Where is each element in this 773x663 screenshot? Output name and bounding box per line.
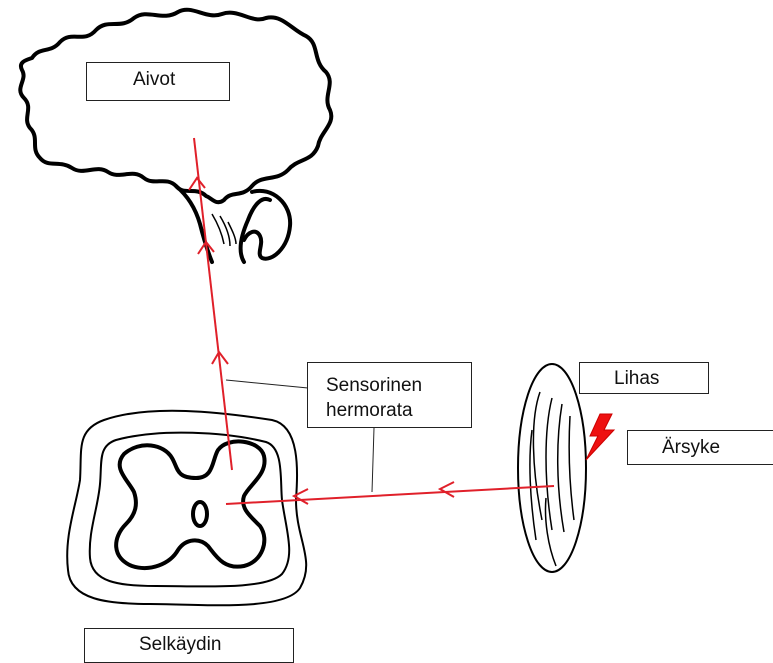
arrowhead-horizontal-1 [440, 482, 454, 497]
spinal-cord-inner-contour [90, 433, 289, 587]
label-spinal-cord: Selkäydin [84, 628, 294, 663]
pathway-leader-line-upper [226, 380, 308, 388]
muscle-fiber-4 [569, 416, 574, 520]
spinal-cord-outer [67, 411, 306, 606]
pathway-leader-line-lower [372, 428, 374, 492]
label-stimulus: Ärsyke [627, 430, 773, 465]
brain-outline [20, 10, 331, 202]
label-muscle-text: Lihas [614, 368, 659, 389]
lightning-bolt-icon [586, 414, 614, 460]
arrowhead-vertical-upper [189, 178, 205, 190]
label-sensory-pathway: Sensorinen hermorata [307, 362, 472, 428]
label-stimulus-text: Ärsyke [662, 437, 720, 458]
central-canal [193, 502, 207, 526]
grey-matter [116, 441, 264, 568]
label-sensory-pathway-line2: hermorata [326, 398, 471, 423]
stem-detail-2 [220, 216, 230, 246]
muscle-fiber-2 [546, 398, 552, 530]
muscle-outline [518, 364, 586, 572]
muscle-fiber-1 [533, 392, 542, 520]
label-brain-text: Aivot [133, 69, 175, 90]
muscle-fiber-6 [545, 498, 556, 566]
label-brain: Aivot [86, 62, 230, 101]
label-muscle: Lihas [579, 362, 709, 394]
muscle-fiber-3 [558, 404, 564, 532]
signal-path-muscle-to-cord [226, 486, 554, 504]
label-sensory-pathway-line1: Sensorinen [326, 373, 471, 398]
signal-path-cord-to-brain [194, 138, 232, 470]
label-spinal-cord-text: Selkäydin [139, 634, 221, 655]
